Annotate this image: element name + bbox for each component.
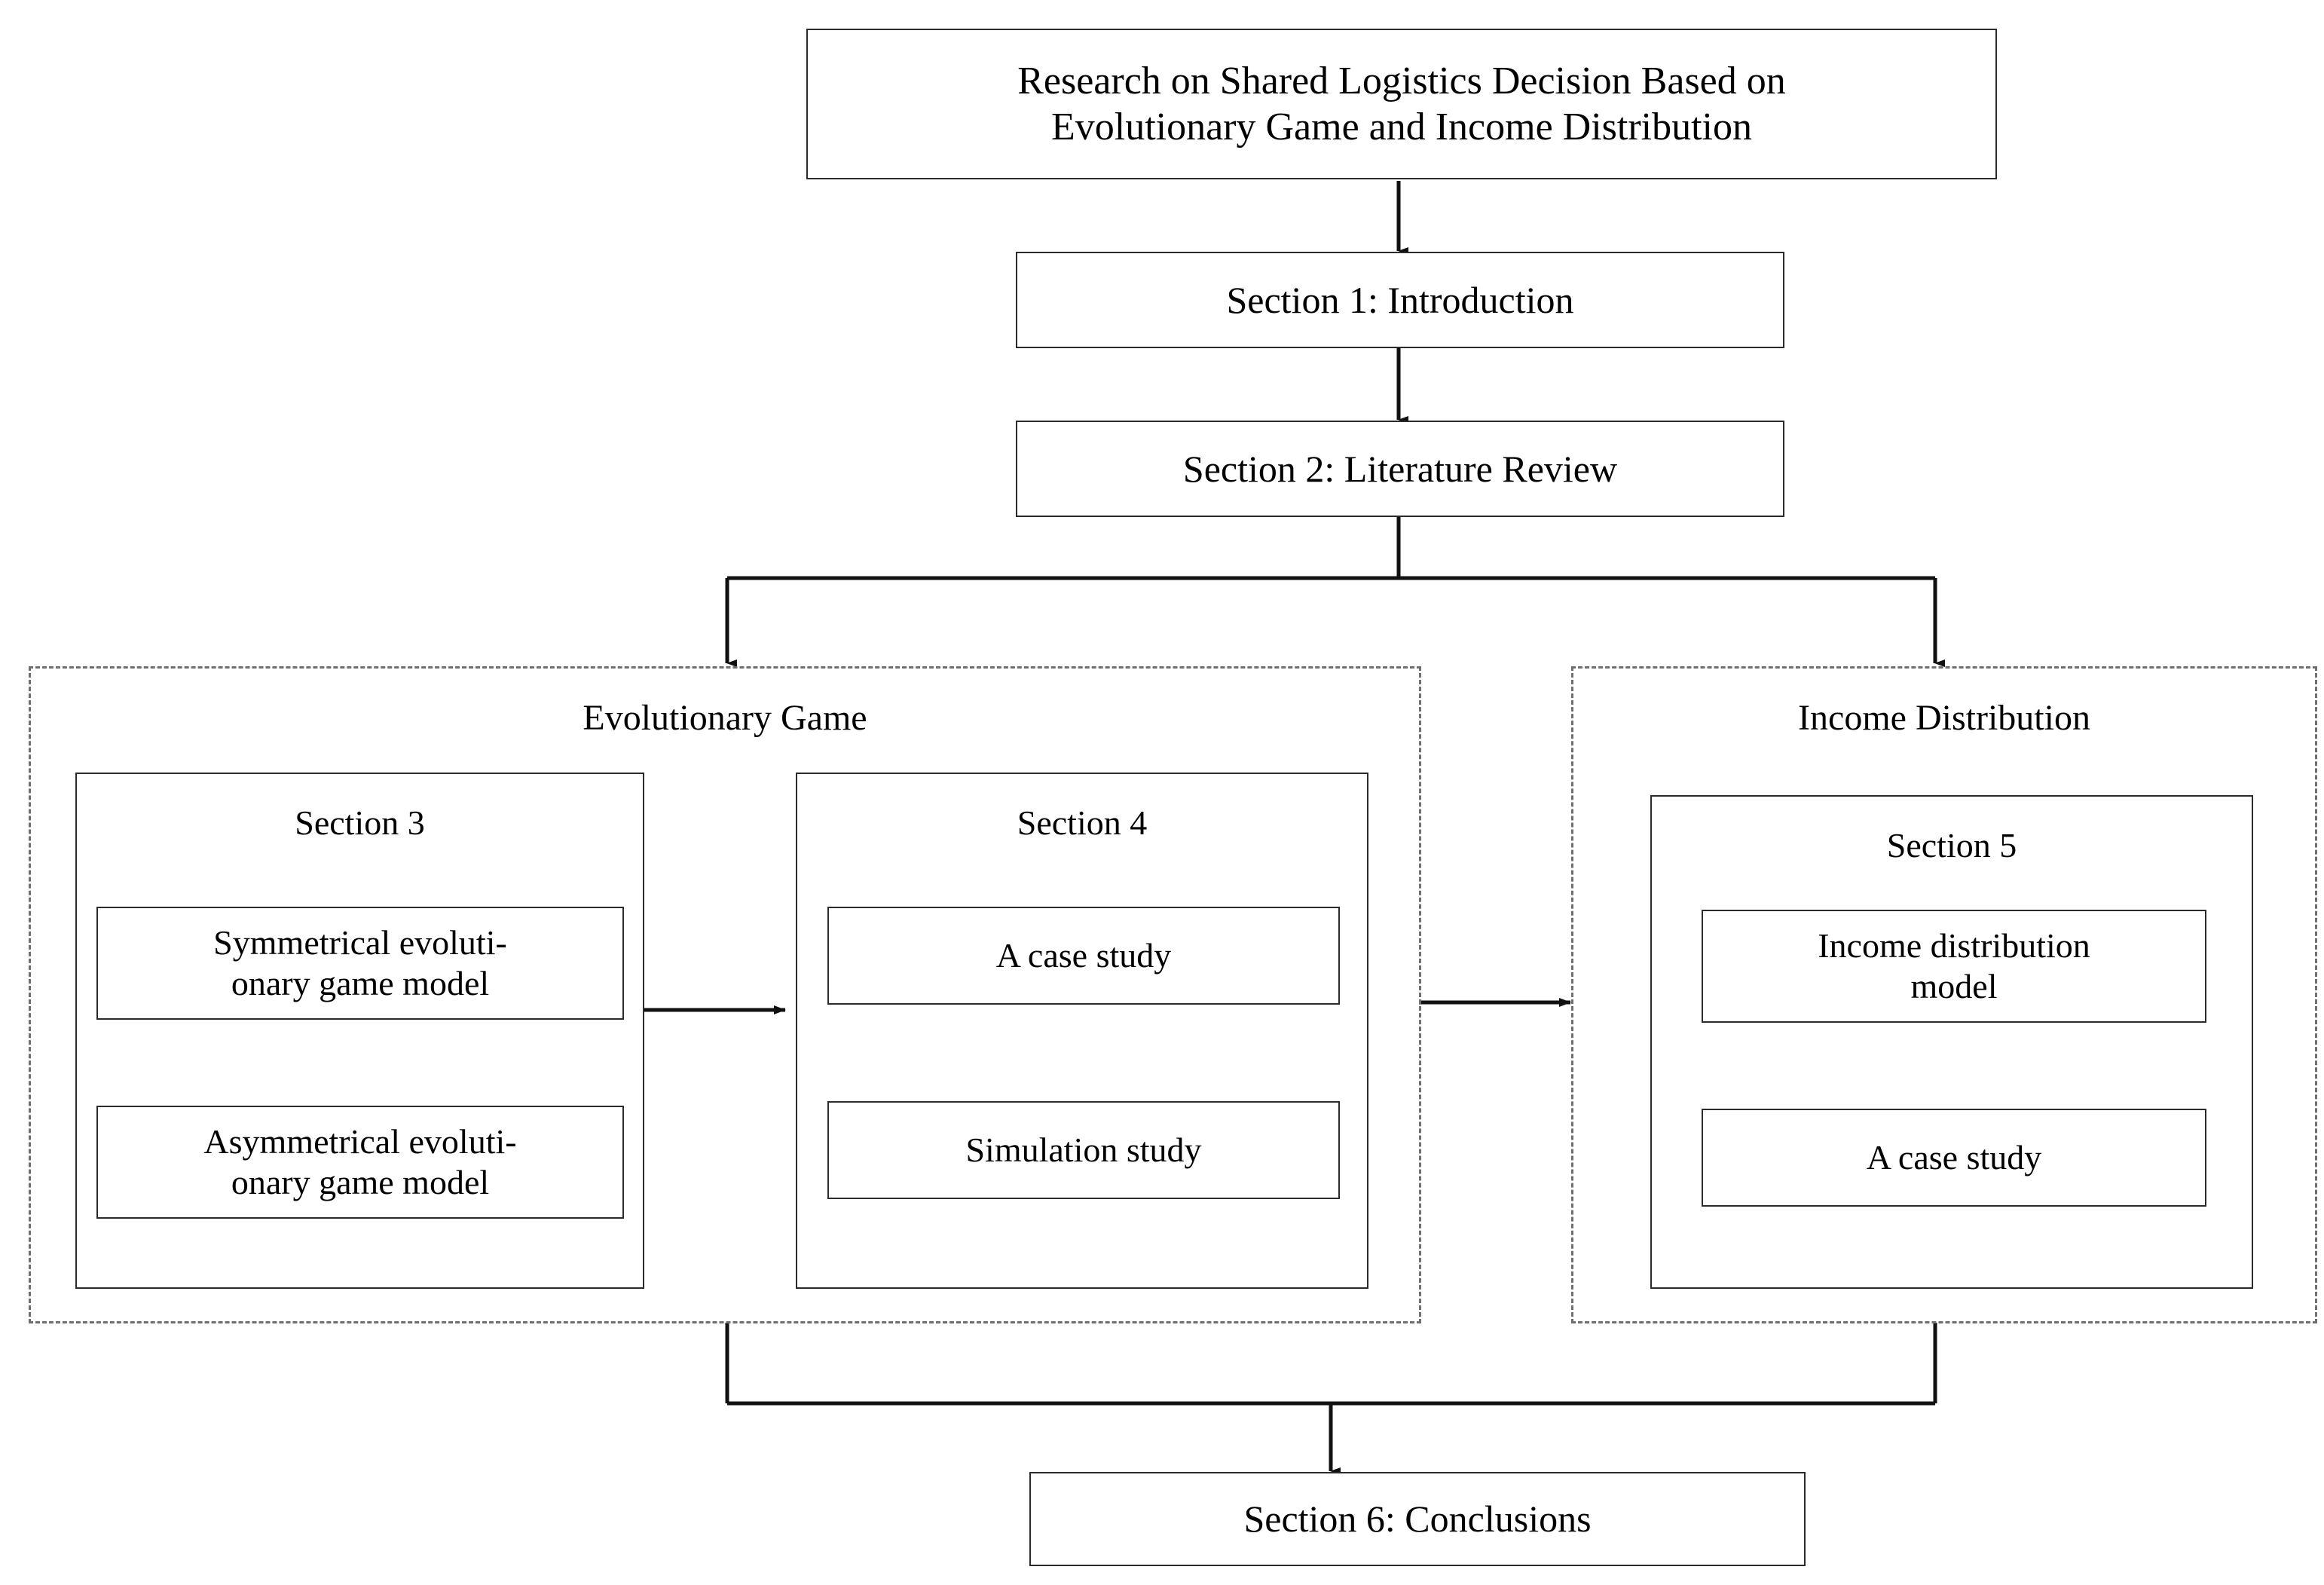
section-4-title: Section 4: [1017, 803, 1148, 842]
group-income-distribution[interactable]: [1571, 666, 2317, 1323]
research-title-line-1: Research on Shared Logistics Decision Ba…: [1017, 59, 1786, 103]
node-section-1[interactable]: Section 1: Introduction: [1016, 252, 1784, 348]
node-section-6[interactable]: Section 6: Conclusions: [1029, 1472, 1806, 1566]
research-title-line-2: Evolutionary Game and Income Distributio…: [1050, 106, 1752, 148]
section5-case-study-label: A case study: [1866, 1137, 2042, 1177]
node-section4-simulation-study[interactable]: Simulation study: [827, 1101, 1340, 1199]
node-section5-a-case-study[interactable]: A case study: [1702, 1109, 2206, 1207]
symmetrical-model-line-2: onary game model: [231, 964, 490, 1002]
asymmetrical-model-line-2: onary game model: [231, 1163, 490, 1201]
group-evolutionary-game[interactable]: [29, 666, 1421, 1323]
node-research-title[interactable]: Research on Shared Logistics Decision Ba…: [806, 29, 1997, 179]
section-6-label: Section 6: Conclusions: [1243, 1498, 1592, 1540]
income-distribution-model-line-2: model: [1910, 967, 1998, 1005]
group-evolutionary-game-label: Evolutionary Game: [583, 698, 867, 738]
section-1-label: Section 1: Introduction: [1226, 278, 1574, 321]
asymmetrical-model-line-1: Asymmetrical evoluti-: [203, 1121, 517, 1161]
section-3-title: Section 3: [295, 803, 425, 842]
node-section-2[interactable]: Section 2: Literature Review: [1016, 421, 1784, 517]
symmetrical-model-line-1: Symmetrical evoluti-: [213, 923, 507, 962]
section4-case-study-label: A case study: [995, 935, 1172, 975]
node-section-4[interactable]: Section 4 A case study Simulation study: [796, 773, 1368, 1289]
node-asymmetrical-evolutionary-game-model[interactable]: Asymmetrical evoluti- onary game model: [96, 1106, 624, 1219]
income-distribution-model-line-1: Income distribution: [1818, 926, 2090, 965]
section4-simulation-study-label: Simulation study: [965, 1130, 1202, 1169]
section-2-label: Section 2: Literature Review: [1182, 447, 1618, 490]
node-income-distribution-model[interactable]: Income distribution model: [1702, 910, 2206, 1023]
node-section-5[interactable]: Section 5 Income distribution model A ca…: [1650, 795, 2253, 1289]
section-5-title: Section 5: [1886, 826, 2017, 864]
group-income-distribution-label: Income Distribution: [1798, 698, 2090, 738]
node-section4-a-case-study[interactable]: A case study: [827, 907, 1340, 1005]
node-symmetrical-evolutionary-game-model[interactable]: Symmetrical evoluti- onary game model: [96, 907, 624, 1020]
node-section-3[interactable]: Section 3 Symmetrical evoluti- onary gam…: [75, 773, 644, 1289]
